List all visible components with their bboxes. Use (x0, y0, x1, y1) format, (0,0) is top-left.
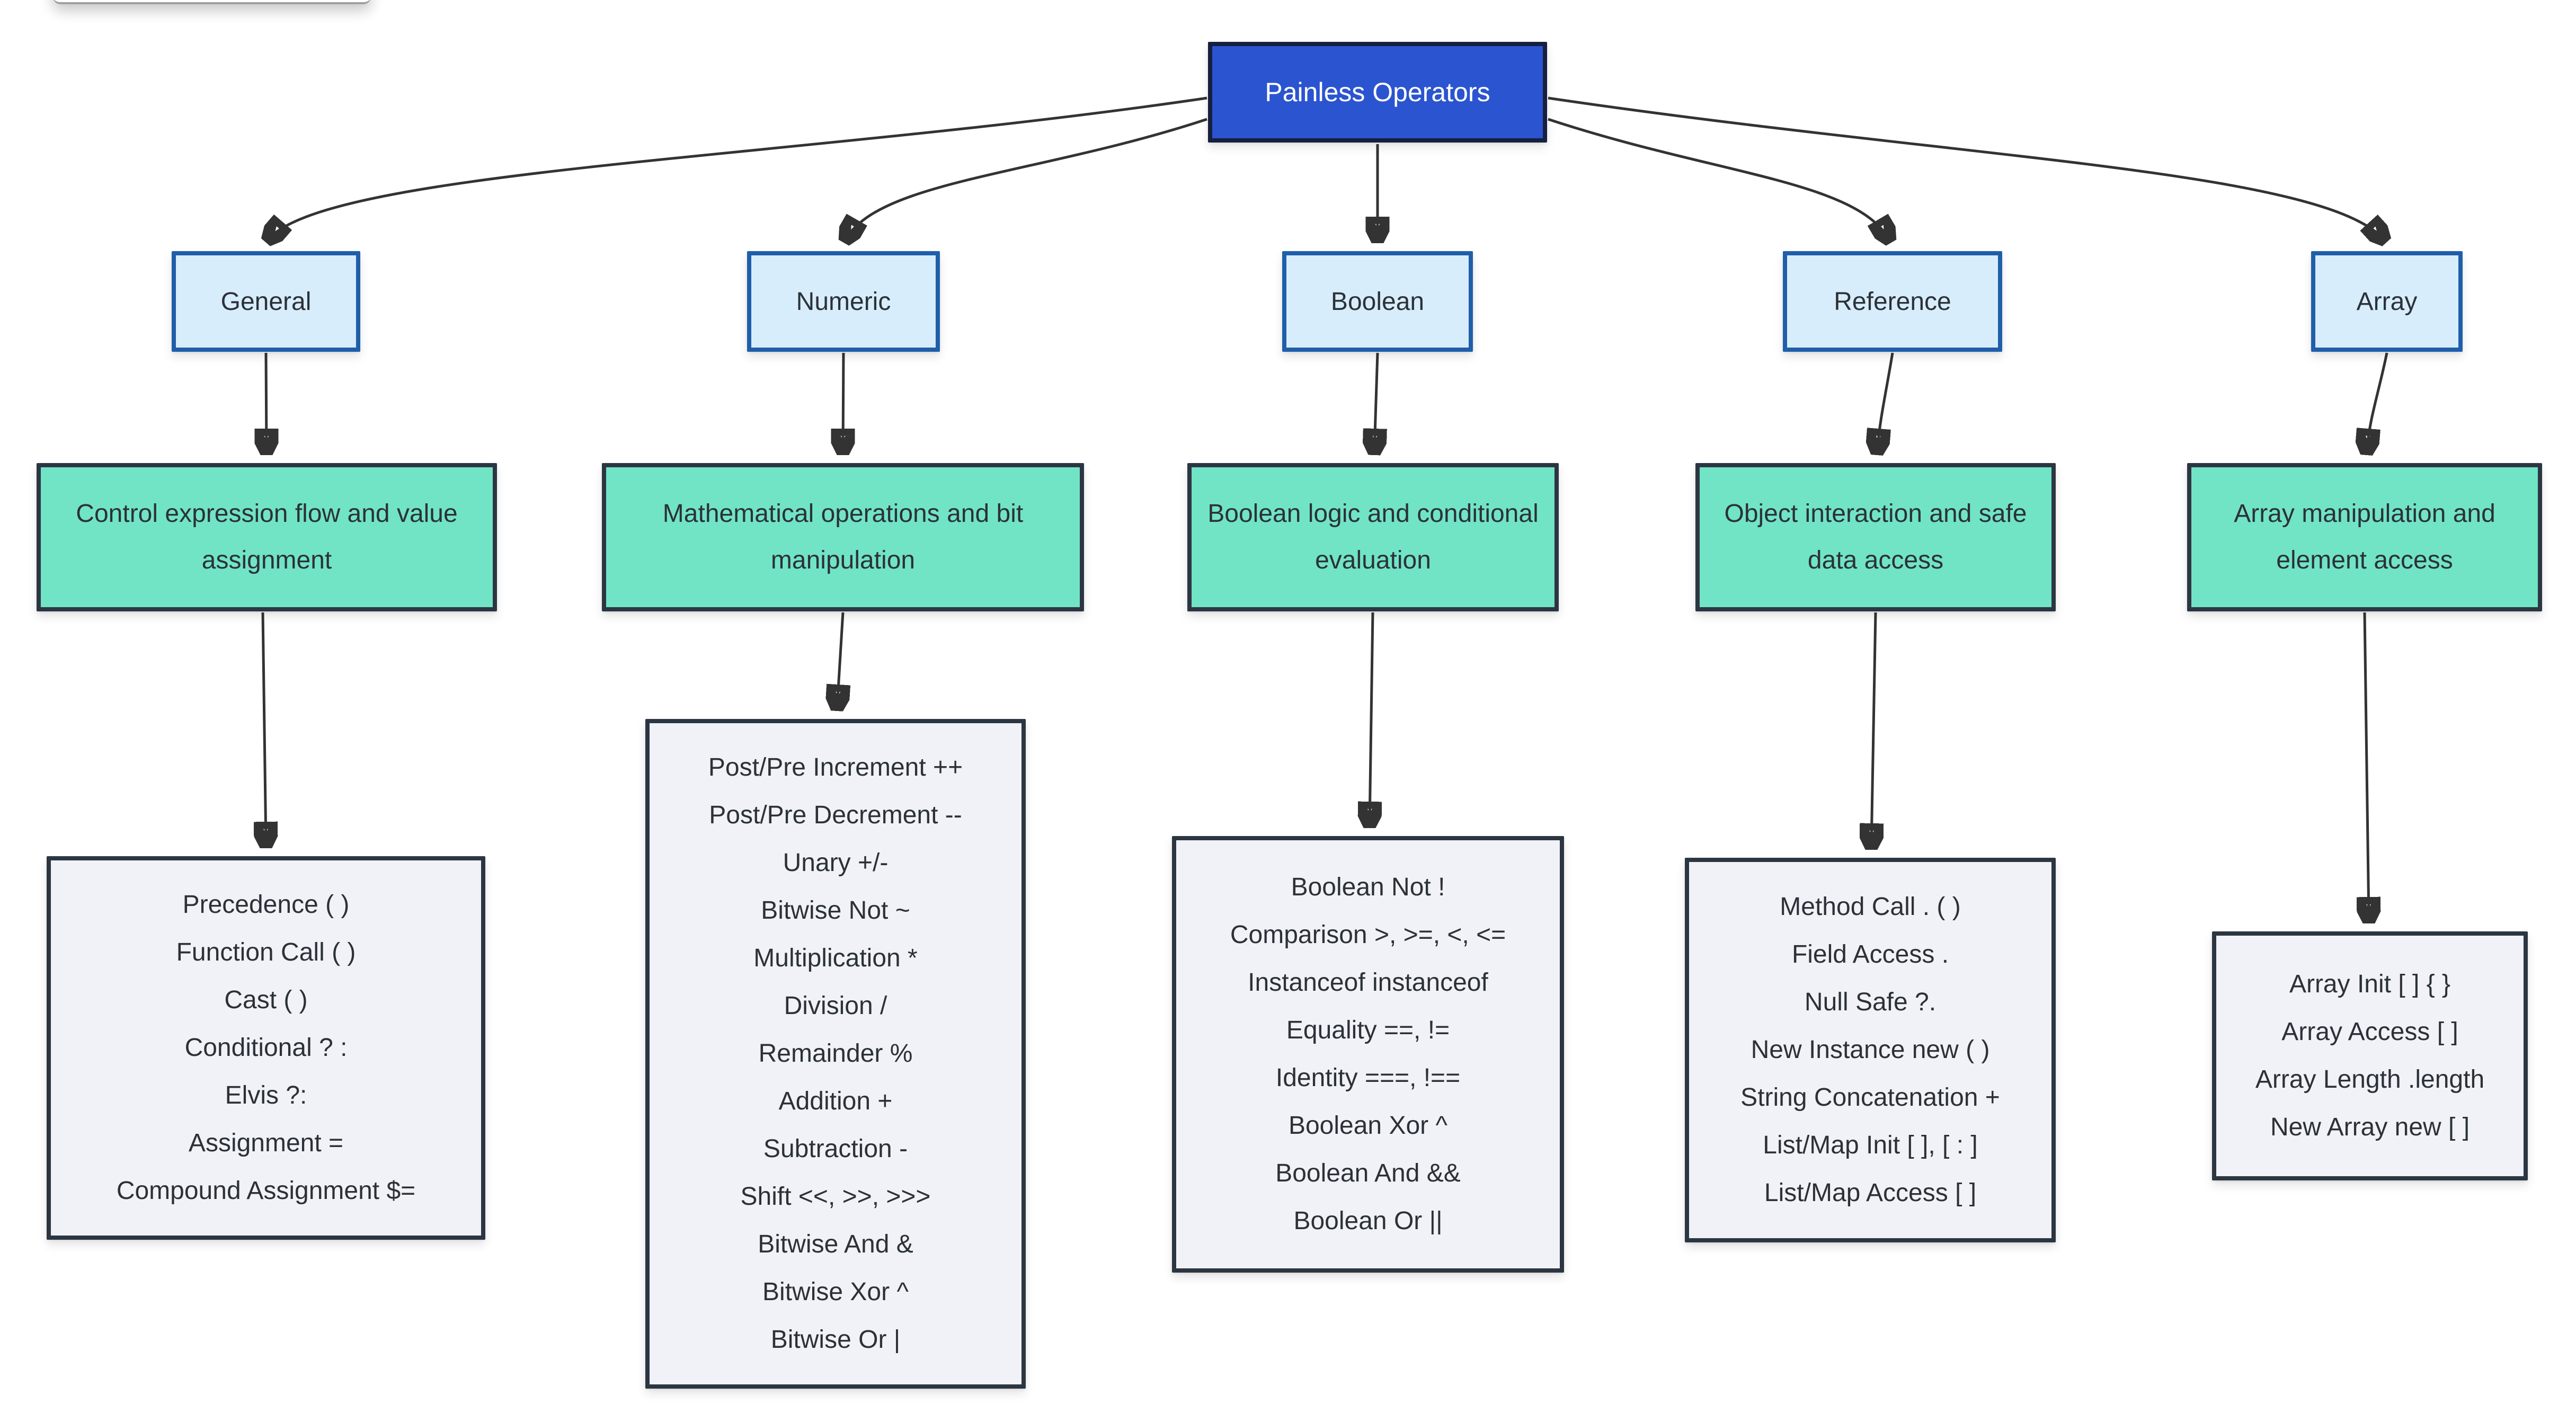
operator-line: Bitwise Xor ^ (762, 1278, 909, 1306)
summary-node-array: Array manipulation and element access (2187, 463, 2542, 611)
operators-node-boolean: Boolean Not ! Comparison >, >=, <, <= Inst… (1172, 836, 1564, 1273)
operator-line: Precedence ( ) (182, 891, 350, 919)
summary-node-numeric: Mathematical operations and bit manipula… (602, 463, 1084, 611)
operator-line: Identity ===, !== (1275, 1064, 1461, 1092)
operator-line: Elvis ?: (225, 1081, 307, 1109)
operator-line: Boolean Xor ^ (1288, 1112, 1448, 1140)
operator-line: Addition + (778, 1087, 893, 1115)
operator-line: Bitwise Or | (770, 1326, 901, 1354)
summary-text-array: Array manipulation and element access (2234, 500, 2495, 574)
edge-reference-summary (1877, 352, 1894, 451)
category-node-reference: Reference (1783, 251, 2002, 352)
operator-line: Bitwise And & (758, 1230, 913, 1258)
root-node-label: Painless Operators (1265, 77, 1490, 107)
operators-node-general: Precedence ( ) Function Call ( ) Cast ( ) C… (47, 856, 485, 1240)
operator-line: Array Init [ ] { } (2289, 970, 2451, 998)
category-label-array: Array (2356, 287, 2418, 316)
operator-line: Subtraction - (763, 1135, 908, 1163)
summary-node-boolean: Boolean logic and conditional evaluation (1187, 463, 1559, 611)
operator-line: Null Safe ?. (1804, 988, 1937, 1016)
operator-line: Function Call ( ) (176, 938, 356, 966)
category-node-boolean: Boolean (1282, 251, 1473, 352)
operator-line: Post/Pre Decrement -- (709, 801, 962, 829)
clipped-offscreen-box (53, 0, 371, 4)
edge-root-array (1548, 96, 2384, 239)
category-label-boolean: Boolean (1330, 287, 1425, 316)
operator-line: Array Length .length (2255, 1065, 2485, 1094)
category-label-reference: Reference (1834, 287, 1951, 316)
edge-root-general (268, 96, 1207, 239)
operator-line: Field Access . (1791, 940, 1949, 968)
operator-line: New Instance new ( ) (1751, 1036, 1990, 1064)
operator-line: Assignment = (188, 1129, 344, 1157)
edge-array-summary (2367, 352, 2388, 451)
operator-line: Division / (784, 992, 887, 1020)
edge-array-operators (2365, 612, 2369, 920)
edge-root-reference (1548, 118, 1889, 239)
operator-line: Compound Assignment $= (116, 1177, 416, 1205)
summary-text-reference: Object interaction and safe data access (1724, 500, 2027, 574)
operator-line: New Array new [ ] (2270, 1113, 2470, 1141)
operator-line: List/Map Init [ ], [ : ] (1763, 1131, 1978, 1159)
operators-node-reference: Method Call . ( ) Field Access . Null Safe… (1685, 858, 2056, 1242)
operator-line: Boolean Not ! (1291, 873, 1445, 901)
edge-general-summary (266, 352, 267, 451)
summary-node-reference: Object interaction and safe data access (1695, 463, 2056, 611)
operator-line: Comparison >, >=, <, <= (1230, 921, 1506, 949)
category-node-general: General (172, 251, 360, 352)
edge-reference-operators (1871, 612, 1876, 846)
root-node-painless-operators: Painless Operators (1208, 42, 1547, 143)
edge-boolean-operators (1370, 612, 1373, 824)
summary-text-general: Control expression flow and value assign… (76, 500, 458, 574)
operators-node-array: Array Init [ ] { } Array Access [ ] Array … (2212, 931, 2528, 1180)
operator-line: Remainder % (758, 1039, 913, 1068)
operator-line: Method Call . ( ) (1780, 893, 1961, 921)
category-node-array: Array (2311, 251, 2463, 352)
operator-line: Multiplication * (753, 944, 918, 972)
summary-node-general: Control expression flow and value assign… (37, 463, 497, 611)
operator-line: Boolean And && (1275, 1159, 1461, 1187)
operator-line: Conditional ? : (184, 1034, 348, 1062)
summary-text-numeric: Mathematical operations and bit manipula… (662, 500, 1024, 574)
operator-line: Equality ==, != (1286, 1016, 1450, 1044)
operator-line: Unary +/- (783, 849, 889, 877)
category-label-numeric: Numeric (796, 287, 891, 316)
operator-line: Cast ( ) (224, 986, 308, 1014)
operators-node-numeric: Post/Pre Increment ++ Post/Pre Decrement … (645, 719, 1026, 1389)
edge-boolean-summary (1374, 352, 1378, 451)
summary-text-boolean: Boolean logic and conditional evaluation (1207, 500, 1539, 574)
operator-line: Post/Pre Increment ++ (708, 753, 963, 781)
operator-line: Instanceof instanceof (1248, 968, 1488, 997)
operator-line: Bitwise Not ~ (761, 896, 910, 925)
operator-line: List/Map Access [ ] (1764, 1179, 1977, 1207)
operator-line: Boolean Or || (1293, 1207, 1443, 1235)
edge-numeric-operators (837, 612, 843, 707)
category-node-numeric: Numeric (747, 251, 940, 352)
operator-line: Shift <<, >>, >>> (740, 1183, 931, 1211)
category-label-general: General (220, 287, 312, 316)
operator-line: Array Access [ ] (2281, 1018, 2458, 1046)
edge-general-operators (263, 612, 266, 845)
edge-root-numeric (846, 118, 1207, 239)
operator-line: String Concatenation + (1740, 1083, 2000, 1112)
